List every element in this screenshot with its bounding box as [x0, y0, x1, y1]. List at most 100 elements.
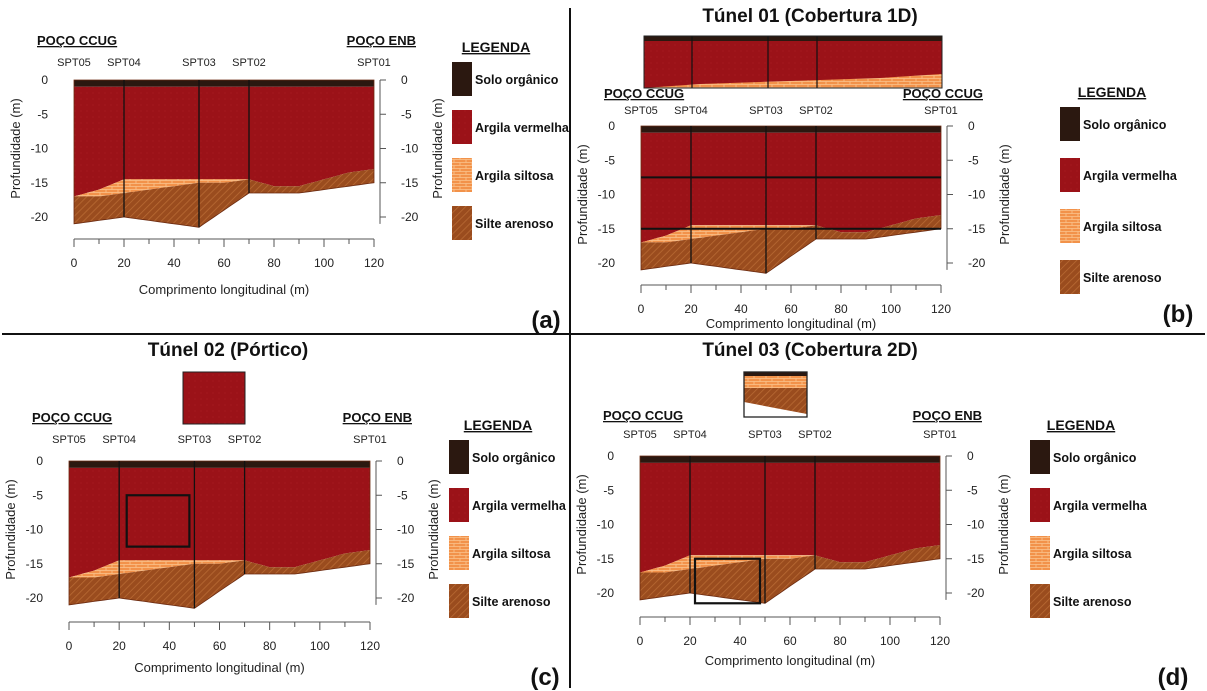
- legend-swatch: [449, 440, 469, 474]
- y-tick-left: 0: [41, 73, 48, 87]
- spt-label: SPT01: [353, 434, 387, 446]
- x-tick-label: 40: [163, 639, 177, 653]
- y-tick-right: -20: [401, 210, 419, 224]
- tunnel-section-border: [743, 371, 808, 418]
- legend-swatch: [452, 158, 472, 192]
- legend-label: Silte arenoso: [475, 217, 554, 231]
- spt-label: SPT05: [57, 57, 91, 69]
- legend-swatch: [1060, 209, 1080, 243]
- layer-argila-vermelha: [640, 462, 940, 573]
- x-axis-label: Comprimento longitudinal (m): [134, 660, 305, 675]
- y-tick-left: -20: [598, 256, 616, 270]
- legend-label: Argila vermelha: [1083, 169, 1178, 183]
- y-tick-left: -10: [31, 142, 49, 156]
- legend-swatch: [449, 584, 469, 618]
- y-axis-label-right: Profundidade (m): [996, 474, 1011, 574]
- layer-argila-siltosa: [74, 169, 374, 197]
- y-tick-right: -5: [968, 153, 979, 167]
- spt-label: SPT05: [52, 434, 86, 446]
- panel-letter: (c): [530, 664, 559, 691]
- spt-label: SPT02: [798, 429, 832, 441]
- layer-silte-arenoso: [74, 169, 374, 228]
- spt-label: SPT04: [673, 429, 707, 441]
- x-tick-label: 100: [880, 634, 900, 648]
- legend-label: Solo orgânico: [1083, 118, 1167, 132]
- tunnel-section: [182, 371, 246, 425]
- spt-label: SPT05: [623, 429, 657, 441]
- y-tick-right: 0: [401, 73, 408, 87]
- y-tick-right: -15: [401, 176, 419, 190]
- legend-swatch: [1060, 107, 1080, 141]
- y-tick-right: -5: [967, 483, 978, 497]
- y-axis-label-left: Profundidade (m): [3, 479, 18, 579]
- spt-label: SPT03: [182, 57, 216, 69]
- x-tick-label: 20: [683, 634, 697, 648]
- layer-argila-siltosa: [69, 550, 370, 578]
- y-tick-right: 0: [968, 119, 975, 133]
- y-tick-left: -10: [26, 523, 44, 537]
- layer-silte-arenoso: [640, 545, 940, 604]
- legend-swatch: [452, 206, 472, 240]
- y-tick-right: -15: [967, 552, 985, 566]
- layer-solo-org-nico: [69, 461, 370, 468]
- y-tick-left: 0: [36, 454, 43, 468]
- y-tick-left: -20: [26, 591, 44, 605]
- profile-outline: [639, 455, 941, 604]
- x-tick-label: 100: [881, 302, 901, 316]
- x-tick-label: 120: [931, 302, 951, 316]
- spt-label: SPT04: [107, 57, 141, 69]
- x-tick-label: 0: [71, 256, 78, 270]
- spt-label: SPT02: [228, 434, 262, 446]
- y-tick-left: -10: [597, 518, 615, 532]
- well-label-right: POÇO ENB: [343, 410, 412, 425]
- legend-label: Silte arenoso: [1083, 271, 1162, 285]
- panel-letter: (b): [1163, 301, 1194, 328]
- well-label-right: POÇO ENB: [913, 408, 982, 423]
- y-tick-right: -20: [968, 256, 986, 270]
- panel-title: Túnel 02 (Pórtico): [148, 340, 308, 361]
- legend-label: Solo orgânico: [472, 451, 556, 465]
- legend-label: Argila siltosa: [472, 547, 552, 561]
- layer-argila-vermelha: [74, 86, 374, 197]
- panel-letter: (d): [1158, 664, 1189, 691]
- y-tick-left: -20: [31, 210, 49, 224]
- legend-swatch: [452, 62, 472, 96]
- x-tick-label: 0: [637, 634, 644, 648]
- spt-label: SPT01: [923, 429, 957, 441]
- legend-label: Argila vermelha: [472, 499, 567, 513]
- legend-swatch: [449, 488, 469, 522]
- spt-label: SPT03: [749, 105, 783, 117]
- legend-swatch: [1030, 488, 1050, 522]
- legend-swatch: [1030, 536, 1050, 570]
- spt-label: SPT01: [357, 57, 391, 69]
- y-tick-right: -20: [397, 591, 415, 605]
- tunnel-outline: [125, 494, 191, 548]
- y-tick-right: -10: [397, 523, 415, 537]
- y-tick-left: 0: [607, 449, 614, 463]
- tunnel-portico: [125, 371, 246, 548]
- y-tick-right: -10: [968, 188, 986, 202]
- well-label-left: POÇO CCUG: [603, 408, 683, 423]
- y-tick-right: -5: [401, 107, 412, 121]
- y-tick-left: -5: [32, 488, 43, 502]
- x-tick-label: 40: [734, 302, 748, 316]
- y-tick-right: 0: [967, 449, 974, 463]
- legend-label: Solo orgânico: [1053, 451, 1137, 465]
- legend-title: LEGENDA: [464, 417, 532, 433]
- spt-label: SPT03: [748, 429, 782, 441]
- y-tick-left: -5: [37, 107, 48, 121]
- x-tick-label: 100: [310, 639, 330, 653]
- tunnel-section-top: [744, 372, 807, 376]
- legend-swatch: [449, 536, 469, 570]
- x-tick-label: 40: [733, 634, 747, 648]
- y-tick-left: -5: [603, 483, 614, 497]
- x-tick-label: 80: [263, 639, 277, 653]
- layer-silte-arenoso: [641, 215, 941, 274]
- spt-label: SPT04: [102, 434, 136, 446]
- x-tick-label: 0: [638, 302, 645, 316]
- spt-label: SPT01: [924, 105, 958, 117]
- spt-label: SPT02: [232, 57, 266, 69]
